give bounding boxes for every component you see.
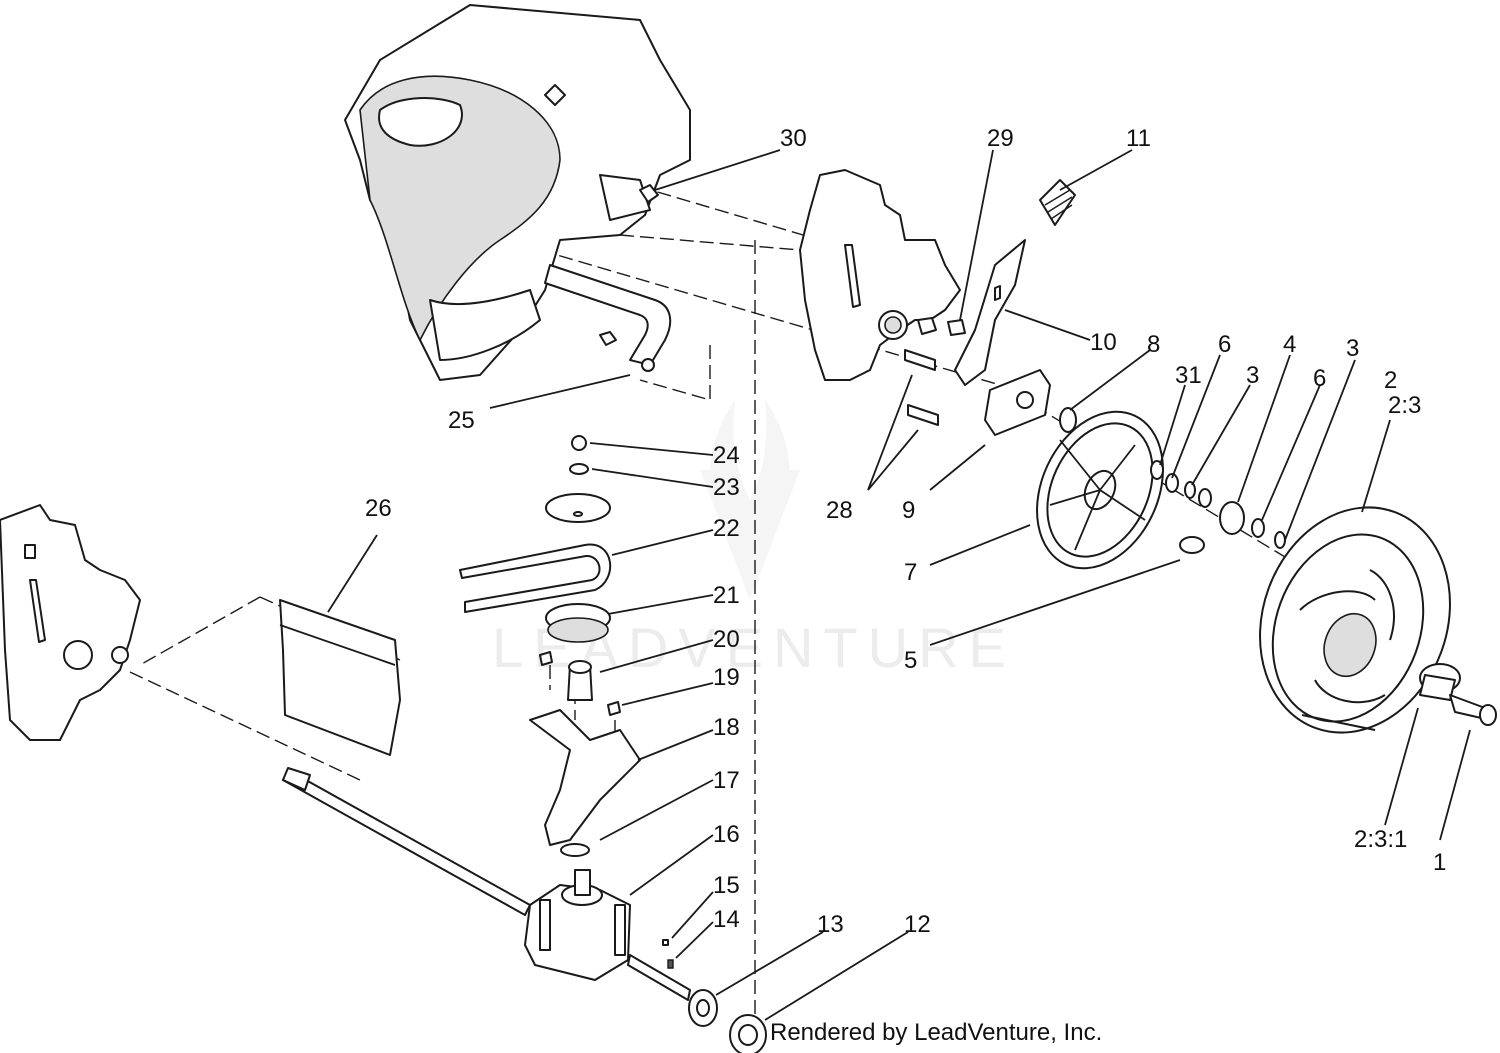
callout-12: 12 bbox=[904, 911, 931, 938]
callout-19: 19 bbox=[713, 664, 740, 691]
callout-22: 22 bbox=[713, 515, 740, 542]
baffle-plate bbox=[279, 599, 401, 756]
callout-24: 24 bbox=[713, 442, 740, 469]
callout-6b: 6 bbox=[1313, 365, 1326, 392]
callout-10: 10 bbox=[1090, 329, 1117, 356]
callout-28: 28 bbox=[826, 497, 853, 524]
retaining-ring bbox=[1059, 407, 1077, 433]
callout-20: 20 bbox=[713, 626, 740, 653]
callout-6a: 6 bbox=[1218, 331, 1231, 358]
callout-3b: 3 bbox=[1346, 335, 1359, 362]
callout-13: 13 bbox=[817, 911, 844, 938]
handle-bracket bbox=[544, 264, 672, 372]
right-side-plate bbox=[799, 169, 966, 381]
pivot-bracket bbox=[984, 369, 1051, 436]
watermark-logo bbox=[700, 400, 800, 600]
callout-25: 25 bbox=[448, 407, 475, 434]
callout-15: 15 bbox=[713, 872, 740, 899]
height-adjust-lever bbox=[954, 179, 1076, 386]
render-credit: Rendered by LeadVenture, Inc. bbox=[770, 1019, 1102, 1046]
callout-30: 30 bbox=[780, 125, 807, 152]
callout-leaders bbox=[327, 149, 1471, 1021]
pulley-stack bbox=[459, 435, 641, 857]
callout-17: 17 bbox=[713, 767, 740, 794]
callout-2-3: 2:3 bbox=[1388, 392, 1421, 419]
drive-shaft bbox=[282, 767, 531, 916]
callout-23: 23 bbox=[713, 474, 740, 501]
callout-16: 16 bbox=[713, 821, 740, 848]
callout-1: 1 bbox=[1433, 849, 1446, 876]
callout-7: 7 bbox=[904, 559, 917, 586]
callout-2: 2 bbox=[1384, 367, 1397, 394]
callout-21: 21 bbox=[713, 582, 740, 609]
rear-wheel bbox=[1259, 506, 1451, 734]
callout-labels: 30 29 11 10 8 6 4 3 31 3 6 2 2:3 25 24 2… bbox=[365, 125, 1446, 938]
carriage-bolts bbox=[904, 349, 939, 426]
drive-gear-wheel bbox=[1036, 410, 1164, 570]
callout-29: 29 bbox=[987, 125, 1014, 152]
left-side-plate bbox=[0, 504, 141, 741]
callout-2-3-1: 2:3:1 bbox=[1354, 826, 1407, 853]
wheel-bushing-and-bolt bbox=[1419, 663, 1497, 726]
callout-4: 4 bbox=[1283, 331, 1296, 358]
callout-11: 11 bbox=[1126, 125, 1151, 152]
callout-9: 9 bbox=[902, 497, 915, 524]
callout-8: 8 bbox=[1147, 331, 1160, 358]
callout-31: 31 bbox=[1175, 362, 1202, 389]
callout-18: 18 bbox=[713, 714, 740, 741]
callout-14: 14 bbox=[713, 906, 740, 933]
pinion-gear-stack bbox=[1150, 460, 1286, 554]
callout-5: 5 bbox=[904, 647, 917, 674]
transmission bbox=[524, 869, 691, 1001]
axle-bearings bbox=[688, 989, 767, 1053]
mower-deck bbox=[344, 4, 691, 381]
callout-26: 26 bbox=[365, 495, 392, 522]
callout-3a: 3 bbox=[1246, 362, 1259, 389]
